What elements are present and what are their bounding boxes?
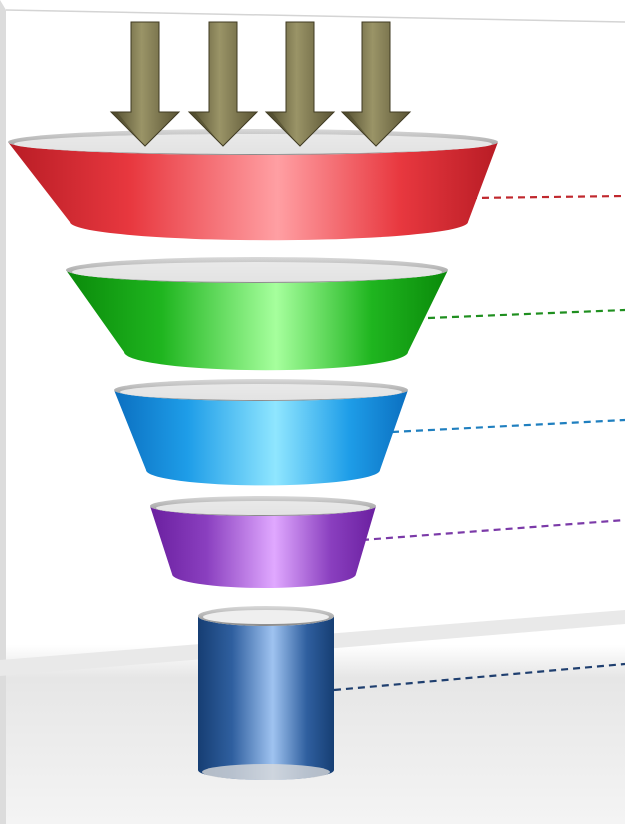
funnel-stage-1-body bbox=[8, 142, 498, 240]
funnel-stage-4 bbox=[150, 496, 376, 588]
funnel-stage-3-body bbox=[114, 390, 408, 485]
funnel-output-cylinder bbox=[198, 606, 334, 780]
funnel-output-cylinder-body bbox=[198, 616, 334, 780]
funnel-stage-4-body bbox=[150, 506, 376, 588]
funnel-stage-1 bbox=[8, 129, 498, 240]
funnel-stage-3 bbox=[114, 379, 408, 485]
